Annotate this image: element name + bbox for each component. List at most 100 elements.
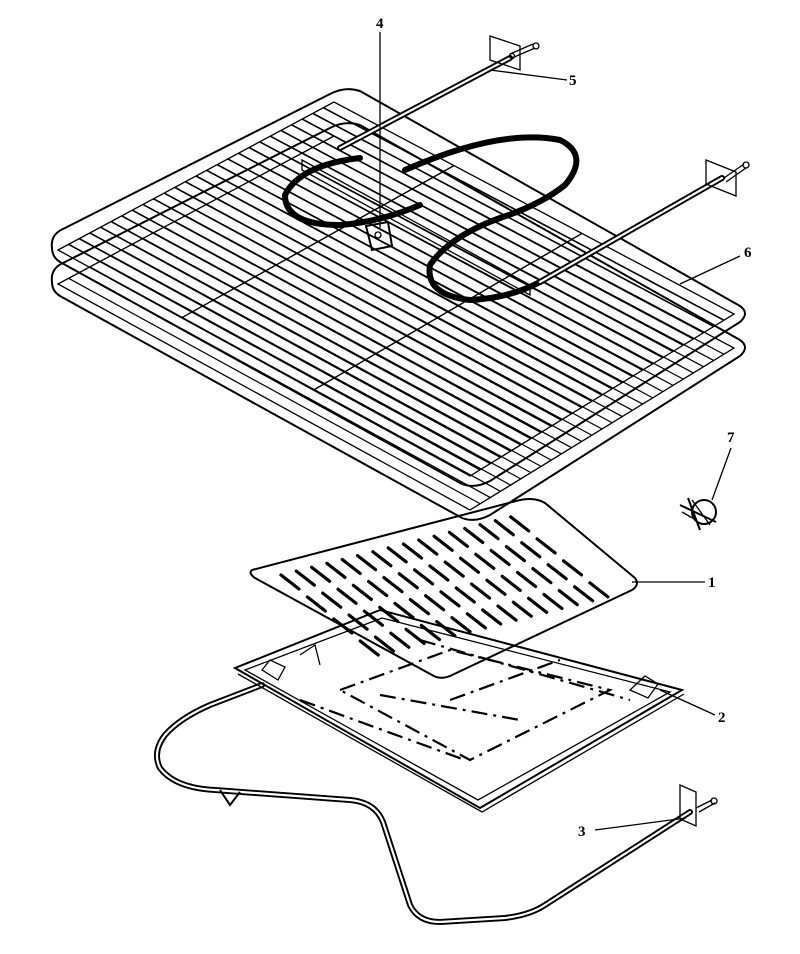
callout-2: 2 — [718, 710, 726, 726]
rack-wire — [163, 226, 572, 449]
insert-slot — [336, 587, 358, 605]
insert-slot — [397, 572, 419, 590]
insert-slot — [515, 570, 538, 589]
insert-slot — [340, 557, 362, 576]
rack-wire — [100, 260, 511, 486]
insert-slot — [535, 537, 557, 555]
insert-slot — [412, 568, 435, 586]
terminal-bracket-part-5 — [489, 35, 540, 71]
insert-slot — [458, 556, 481, 574]
rack-wire — [270, 169, 674, 386]
callout-5: 5 — [569, 73, 577, 89]
rack-wire — [110, 255, 522, 480]
callout-1: 1 — [708, 575, 716, 591]
terminal-bracket-right — [705, 159, 750, 197]
rack-wire — [121, 249, 532, 474]
rack-wire — [206, 203, 613, 424]
insert-slot — [520, 541, 542, 559]
rack-cross-rail — [313, 232, 583, 391]
rack-wire — [301, 118, 704, 334]
insert-slot — [470, 582, 492, 600]
insert-slot — [439, 590, 461, 608]
insert-slot — [450, 616, 472, 634]
insert-slot — [386, 546, 408, 564]
insert-slot — [557, 589, 579, 607]
insert-slot — [447, 530, 470, 548]
rack-wire — [195, 209, 603, 430]
insert-slot — [393, 601, 415, 620]
insert-slot — [325, 561, 347, 579]
insert-slot — [463, 526, 485, 545]
bake-element-part-3 — [153, 682, 718, 925]
insert-slot — [531, 567, 553, 585]
insert-slot — [435, 620, 457, 638]
callout-7: 7 — [727, 430, 735, 446]
rack-wire — [323, 106, 725, 321]
insert-slot — [428, 564, 450, 582]
rack-wire — [78, 272, 491, 499]
insert-slot — [355, 554, 378, 572]
rack-wire — [174, 220, 582, 442]
insert-slot — [511, 600, 533, 618]
rack-cross-rail — [181, 164, 455, 319]
rack-wire — [280, 163, 684, 380]
insert-slot — [417, 538, 439, 556]
insert-slot — [382, 576, 404, 594]
insert-slot — [542, 592, 564, 611]
insert-slot — [408, 598, 430, 616]
rack-wire — [153, 232, 562, 455]
insert-slot — [347, 613, 369, 631]
element-support-clip-part-4 — [364, 220, 394, 252]
rack-wire — [132, 243, 542, 467]
broil-pan-insert-part-1 — [249, 498, 638, 679]
insert-slot — [358, 639, 380, 657]
insert-slot — [378, 605, 400, 623]
rack-wire — [185, 215, 593, 436]
rack-wire — [216, 198, 623, 418]
rack-wire — [248, 181, 654, 399]
leader-lines — [379, 32, 741, 831]
insert-slot — [332, 617, 354, 635]
insert-slot — [588, 581, 610, 599]
broil-element-part-6 — [282, 55, 725, 303]
insert-slot — [465, 612, 487, 630]
insert-slot — [279, 573, 301, 591]
callout-3: 3 — [578, 824, 586, 840]
insert-slot — [305, 595, 327, 613]
insert-slot — [493, 519, 515, 537]
insert-slot — [419, 623, 442, 642]
rack-wire — [142, 237, 552, 461]
insert-slot — [527, 596, 549, 614]
oven-sensor-part-7 — [679, 497, 717, 531]
insert-slot — [485, 578, 507, 596]
insert-slot — [509, 515, 531, 533]
insert-slot — [496, 604, 518, 622]
broil-pan-part-2 — [232, 608, 685, 813]
insert-slot — [362, 609, 385, 627]
insert-slot — [310, 565, 332, 583]
insert-slot — [389, 631, 411, 649]
insert-slot — [367, 579, 389, 598]
insert-slot — [546, 563, 568, 581]
insert-slot — [454, 586, 476, 604]
insert-slot — [404, 627, 426, 645]
insert-slot — [371, 550, 393, 568]
insert-slot — [500, 574, 522, 592]
insert-slot — [474, 552, 496, 570]
insert-slot — [294, 569, 316, 587]
rack-wire — [68, 277, 481, 505]
insert-slot — [351, 583, 373, 601]
rack-wire — [291, 158, 694, 374]
insert-slot — [572, 585, 595, 603]
rack-wire — [301, 152, 704, 368]
rack-wire — [89, 266, 501, 492]
insert-slot — [443, 560, 465, 578]
rack-wire — [259, 175, 664, 393]
insert-slot — [401, 542, 424, 560]
callout-6: 6 — [744, 245, 752, 261]
oven-racks — [50, 88, 746, 521]
rack-wire — [323, 141, 725, 355]
bake-element-bracket — [679, 784, 697, 827]
rack-wire — [227, 192, 633, 411]
